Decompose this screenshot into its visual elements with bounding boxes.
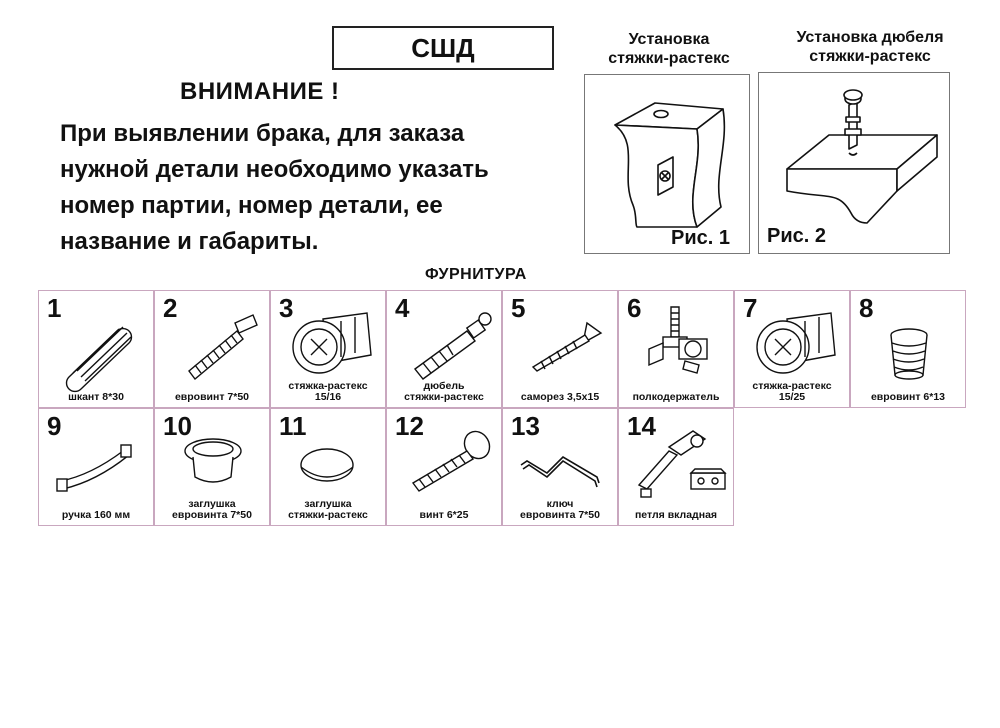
item-label: полкодержатель [632,391,720,403]
notice-line: При выявлении брака, для заказа [60,120,465,147]
item-number: 4 [395,293,410,323]
bolt-icon [411,430,491,492]
hardware-item-13: 13 ключ евровинта 7*50 [502,408,618,526]
fig1-title: Установка стяжки-растекс [608,31,730,67]
hinge-icon [637,430,727,498]
item-number: 6 [627,293,642,323]
hardware-item-4: 4 дюбель стяжки-растекс [386,290,502,408]
fig2-title: Установка дюбеля стяжки-растекс [796,29,944,65]
screw-cap-icon [184,438,242,483]
notice-line: номер партии, номер детали, ее [60,192,443,219]
item-label: винт 6*25 [419,509,469,521]
item-number: 9 [47,411,62,441]
item-label: ключ евровинта 7*50 [520,498,600,521]
defect-notice: При выявлении брака, для заказа нужной д… [60,116,580,260]
item-number: 13 [511,411,540,441]
item-label: стяжка-растекс 15/16 [288,380,368,403]
item-number: 3 [279,293,294,323]
dowel-icon [65,326,133,393]
attention-heading: ВНИМАНИЕ ! [180,78,340,105]
item-number: 10 [163,411,192,441]
fig2-box: Рис. 2 [758,72,950,254]
euroscrew-icon [188,314,258,381]
shelf-holder-icon [648,306,708,374]
item-label: евровинт 6*13 [870,391,946,403]
item-label: заглушка стяжки-растекс [288,498,368,521]
cam-lock-icon [292,312,372,374]
item-number: 11 [279,411,307,441]
dowel-installation-illustration [786,89,938,224]
item-number: 14 [627,411,656,441]
hardware-item-10: 10 заглушка евровинта 7*50 [154,408,270,526]
hardware-item-6: 6 полкодержатель [618,290,734,408]
item-label: стяжка-растекс 15/25 [752,380,832,403]
item-label: ручка 160 мм [61,509,131,521]
hex-key-icon [520,455,600,488]
hardware-item-7: 7 стяжка-растекс 15/25 [734,290,850,408]
hardware-item-9: 9 ручка 160 мм [38,408,154,526]
notice-line: нужной детали необходимо указать [60,156,489,183]
hardware-item-8: 8 евровинт 6*13 [850,290,966,408]
hardware-item-5: 5 саморез 3,5х15 [502,290,618,408]
hardware-item-2: 2 евровинт 7*50 [154,290,270,408]
item-label: дюбель стяжки-растекс [404,380,484,403]
item-label: заглушка евровинта 7*50 [172,498,252,521]
fig2-label: Рис. 2 [767,225,826,247]
notice-line: название и габариты. [60,228,319,255]
item-number: 1 [47,293,62,323]
hardware-grid: 1 шкант 8*30 2 евровинт 7*50 3 стяжка-ра [38,290,966,530]
hardware-item-3: 3 стяжка-растекс 15/16 [270,290,386,408]
hardware-item-12: 12 винт 6*25 [386,408,502,526]
item-number: 12 [395,411,424,441]
fig1-box: Рис. 1 [584,74,750,254]
euroscrew-short-icon [890,328,928,380]
document-code: СШД [332,26,554,70]
hardware-title: ФУРНИТУРА [425,266,527,283]
cam-lock-installation-illustration [614,102,726,228]
item-number: 7 [743,293,758,323]
fig1-label: Рис. 1 [671,227,730,249]
handle-icon [56,444,132,492]
item-label: саморез 3,5х15 [520,391,600,403]
item-number: 5 [511,293,526,323]
cam-dowel-icon [413,312,492,380]
item-label: шкант 8*30 [68,391,124,403]
hardware-item-11: 11 заглушка стяжки-растекс [270,408,386,526]
item-label: петля вкладная [634,509,718,521]
hardware-item-14: 14 петля вкладная [618,408,734,526]
cam-cap-icon [300,448,354,482]
item-label: евровинт 7*50 [174,391,250,403]
item-number: 2 [163,293,178,323]
hardware-item-1: 1 шкант 8*30 [38,290,154,408]
wood-screw-icon [531,321,603,372]
cam-lock-icon [756,312,836,374]
item-number: 8 [859,293,874,323]
